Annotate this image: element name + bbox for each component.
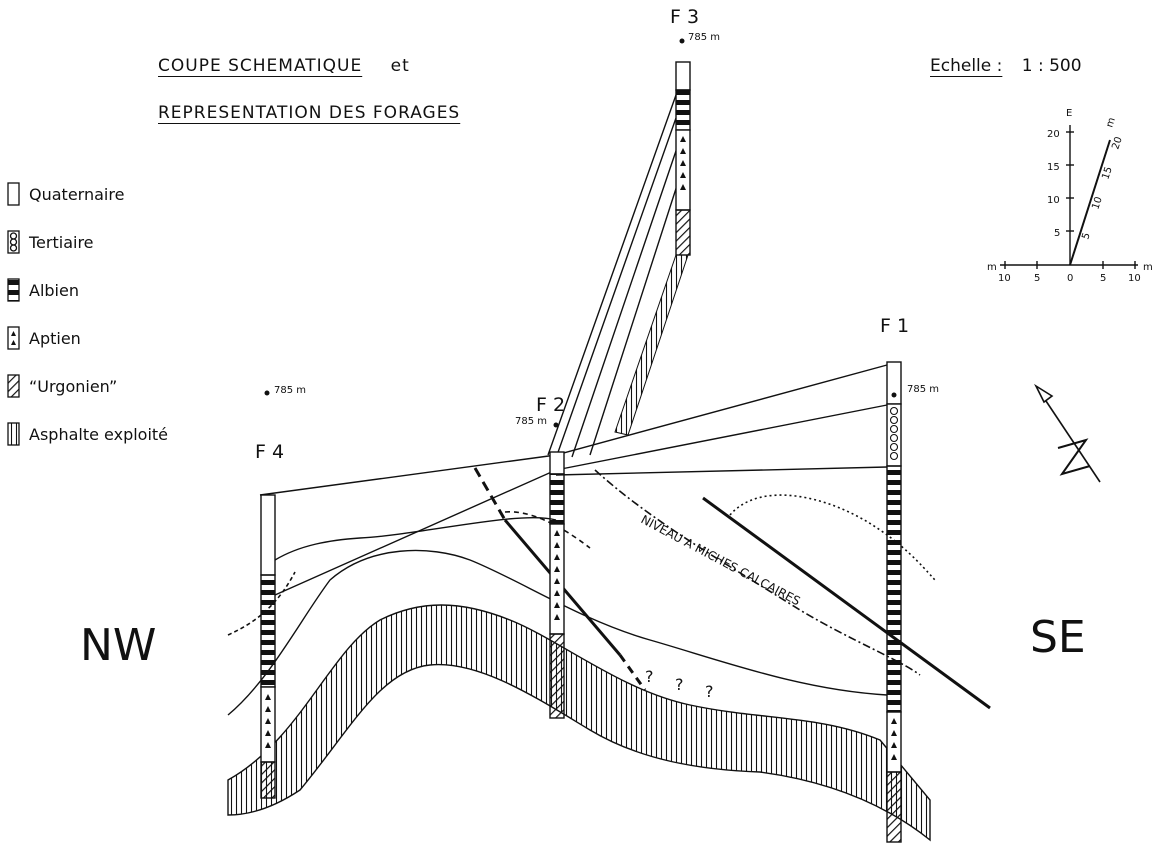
- legend-label: Albien: [29, 280, 79, 300]
- legend-label: Tertiaire: [29, 232, 94, 252]
- borehole-f2-label: F 2: [536, 394, 566, 416]
- title-line-2: REPRESENTATION DES FORAGES: [158, 103, 460, 123]
- scale-otick: 20: [1110, 135, 1124, 151]
- scale-label: Echelle :: [930, 56, 1003, 76]
- marker-lines: [227, 469, 936, 676]
- scale-htick: 0: [1067, 273, 1073, 284]
- scale-vtick: 15: [1047, 162, 1060, 173]
- scale-vtick: 5: [1054, 228, 1060, 239]
- legend-item: Albien: [6, 278, 79, 302]
- north-arrow-icon: [1034, 383, 1101, 483]
- tertiaire-circles-f1: [889, 406, 899, 461]
- title-line-2-text: REPRESENTATION DES FORAGES: [158, 103, 461, 123]
- niveau-annotation: NIVEAU A MICHES CALCAIRES: [639, 512, 803, 608]
- aptien-triangles-f4: [265, 694, 271, 748]
- legend-swatches: [7, 182, 20, 446]
- scale-htick: 5: [1034, 273, 1040, 284]
- aptien-triangles-f2: [554, 530, 560, 620]
- scale-vtick: 20: [1047, 129, 1060, 140]
- borehole-f3-elevation: 785 m: [688, 32, 721, 43]
- borehole-f1-label: F 1: [880, 315, 910, 337]
- elevation-dots: [264, 38, 685, 428]
- scale-vunit: E: [1066, 108, 1072, 119]
- scale-htick: 5: [1100, 273, 1106, 284]
- legend-label: Asphalte exploité: [29, 424, 169, 444]
- borehole-f3-label: F 3: [670, 6, 700, 28]
- legend-label: Quaternaire: [29, 184, 125, 204]
- scale-tick-labels: E 20 15 10 5 m m 10 5 0 5 10 m 5 10 15 2…: [987, 108, 1153, 284]
- scale-hunit-left: m: [987, 262, 997, 273]
- borehole-f1-elevation: 785 m: [907, 384, 940, 395]
- asphalte-band: [227, 254, 931, 842]
- scale-otick: 5: [1080, 231, 1092, 240]
- title-line-1-suffix: et: [390, 56, 410, 76]
- borehole-f2-column: [549, 451, 565, 719]
- unknown-mark: ?: [705, 682, 714, 701]
- scale-diagram: [1000, 125, 1138, 269]
- borehole-f4-elevation: 785 m: [274, 385, 307, 396]
- scale-otick: 15: [1100, 165, 1114, 181]
- legend-item: Quaternaire: [6, 182, 124, 206]
- title-line-1-text: COUPE SCHEMATIQUE: [158, 56, 363, 76]
- scale-htick: 10: [998, 273, 1011, 284]
- unknown-mark: ?: [645, 667, 654, 686]
- legend-label: Aptien: [29, 328, 81, 348]
- legend-label: “Urgonien”: [29, 376, 118, 396]
- aptien-triangles-f1: [891, 718, 897, 760]
- title-line-1: COUPE SCHEMATIQUE et: [158, 56, 410, 76]
- scale-vtick: 10: [1047, 195, 1060, 206]
- borehole-f4-label: F 4: [255, 441, 285, 463]
- direction-nw: NW: [80, 620, 157, 671]
- aptien-triangles-f3: [680, 136, 686, 190]
- borehole-f2-elevation: 785 m: [515, 416, 548, 427]
- legend-item: Asphalte exploité: [6, 422, 168, 446]
- borehole-f3-column: [675, 61, 691, 256]
- scale-otick: 10: [1090, 195, 1104, 211]
- legend-item: “Urgonien”: [6, 374, 117, 398]
- unknown-mark: ?: [675, 675, 684, 694]
- scale-hunit-right: m: [1143, 262, 1153, 273]
- borehole-f1-column: [886, 361, 902, 843]
- direction-se: SE: [1030, 612, 1086, 663]
- scale-header: Echelle : 1 : 500: [930, 56, 1082, 76]
- borehole-f4-column: [260, 494, 276, 799]
- scale-htick: 10: [1128, 273, 1141, 284]
- legend-item: Aptien: [6, 326, 81, 350]
- correlation-lines: [227, 94, 888, 716]
- legend-item: Tertiaire: [6, 230, 94, 254]
- scale-ounit: m: [1104, 116, 1117, 129]
- scale-value: 1 : 500: [1021, 56, 1082, 76]
